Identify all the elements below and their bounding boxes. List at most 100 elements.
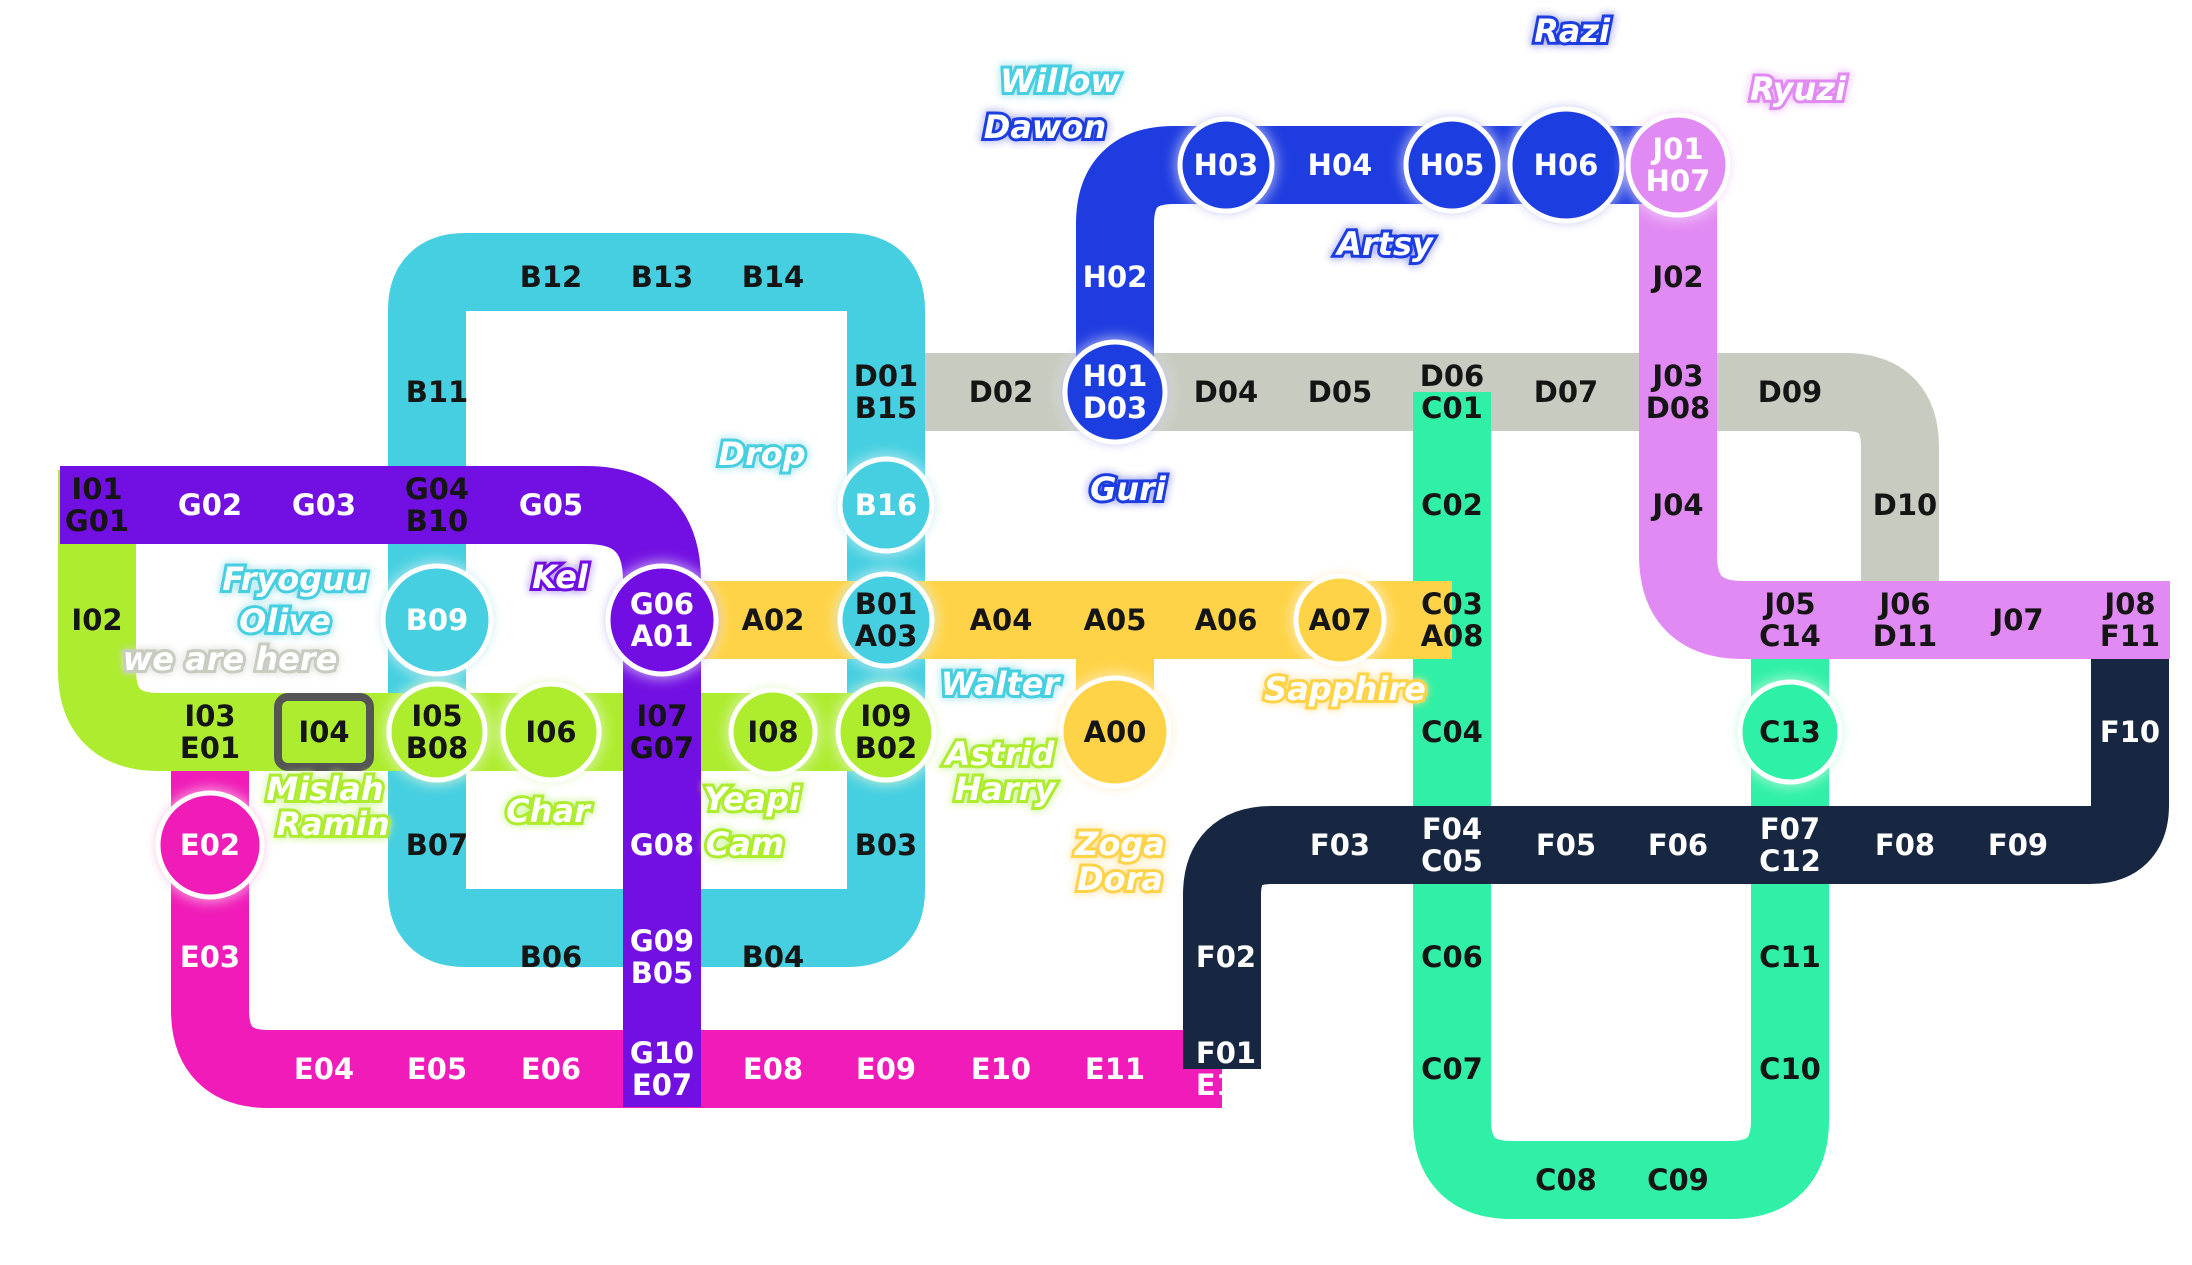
station-label[interactable]: H04 xyxy=(1308,148,1373,182)
station-ring-marker[interactable] xyxy=(155,790,265,900)
station-label[interactable]: B14 xyxy=(742,260,804,294)
station-label[interactable]: B11 xyxy=(406,375,468,409)
station-label[interactable]: A04 xyxy=(970,603,1033,637)
station-label[interactable]: E11 xyxy=(1085,1052,1145,1086)
station-label[interactable]: C04 xyxy=(1421,715,1483,749)
station-ring-marker[interactable] xyxy=(837,456,935,554)
station-label[interactable]: H03 xyxy=(1194,148,1259,182)
station-label[interactable]: F06 xyxy=(1648,828,1708,862)
station-label[interactable]: F10 xyxy=(2100,715,2160,749)
station-ring-marker[interactable] xyxy=(837,571,935,669)
station-label[interactable]: E03 xyxy=(180,940,240,974)
station-label[interactable]: G03 xyxy=(292,488,356,522)
station-label[interactable]: D02 xyxy=(969,375,1033,409)
station-label[interactable]: A00 xyxy=(1084,715,1147,749)
station-label[interactable]: E10 xyxy=(971,1052,1031,1086)
station-ring-marker[interactable] xyxy=(386,681,488,783)
station-label[interactable]: G08 xyxy=(630,828,694,862)
station-label[interactable]: C06 xyxy=(1421,940,1483,974)
station-label[interactable]: F02 xyxy=(1196,940,1256,974)
station-label[interactable]: B12 xyxy=(520,260,582,294)
station-ring-marker[interactable] xyxy=(1058,675,1172,789)
station-ring-marker[interactable] xyxy=(1062,339,1168,445)
station-label[interactable]: J02 xyxy=(1650,260,1703,294)
station-label[interactable]: A02 xyxy=(742,603,805,637)
station-label[interactable]: H06 xyxy=(1534,148,1599,182)
station-label[interactable]: E09 xyxy=(856,1052,916,1086)
station-label[interactable]: I04 xyxy=(298,715,349,749)
station-label[interactable]: E08 xyxy=(743,1052,803,1086)
station-label[interactable]: D10 xyxy=(1873,488,1937,522)
station-label[interactable]: C10 xyxy=(1759,1052,1821,1086)
current-location-marker[interactable] xyxy=(274,693,374,771)
station-label[interactable]: F09 xyxy=(1988,828,2048,862)
station-label[interactable]: D04 xyxy=(1194,375,1258,409)
station-label[interactable]: B09 xyxy=(406,603,468,637)
station-ring-marker[interactable] xyxy=(1293,573,1387,667)
station-ring-marker[interactable] xyxy=(728,687,818,777)
station-label[interactable]: D07 xyxy=(1534,375,1598,409)
station-ring-marker[interactable] xyxy=(1625,112,1731,218)
station-label[interactable]: E05 xyxy=(407,1052,467,1086)
station-label[interactable]: A07 xyxy=(1309,603,1372,637)
station-label[interactable]: E06 xyxy=(521,1052,581,1086)
station-ring-marker[interactable] xyxy=(1403,116,1501,214)
station-label[interactable]: B16 xyxy=(855,488,917,522)
station-label[interactable]: B13 xyxy=(631,260,693,294)
station-label[interactable]: I08 xyxy=(747,715,798,749)
station-label[interactable]: B03 xyxy=(855,828,917,862)
station-label[interactable]: B07 xyxy=(406,828,468,862)
station-label[interactable]: B04 xyxy=(742,940,804,974)
station-label[interactable]: A05 xyxy=(1084,603,1147,637)
station-label[interactable]: C08 xyxy=(1535,1163,1597,1197)
station-ring-marker[interactable] xyxy=(835,681,937,783)
station-ring-marker[interactable] xyxy=(1507,106,1625,224)
station-label[interactable]: C07 xyxy=(1421,1052,1483,1086)
station-label[interactable]: F05 xyxy=(1536,828,1596,862)
station-label[interactable]: H05 xyxy=(1420,148,1485,182)
station-label[interactable]: J04 xyxy=(1650,488,1703,522)
station-label[interactable]: D09 xyxy=(1758,375,1822,409)
station-label[interactable]: I02 xyxy=(71,603,122,637)
station-ring-marker[interactable] xyxy=(1737,679,1843,785)
station-ring-marker[interactable] xyxy=(500,681,602,783)
station-label[interactable]: C11 xyxy=(1759,940,1821,974)
station-label[interactable]: H02 xyxy=(1083,260,1148,294)
station-label[interactable]: C09 xyxy=(1647,1163,1709,1197)
station-label[interactable]: F08 xyxy=(1875,828,1935,862)
station-label[interactable]: A06 xyxy=(1195,603,1258,637)
station-ring-marker[interactable] xyxy=(380,563,494,677)
station-label[interactable]: E02 xyxy=(180,828,240,862)
station-label[interactable]: F03 xyxy=(1310,828,1370,862)
station-ring-marker[interactable] xyxy=(1177,116,1275,214)
station-label[interactable]: J07 xyxy=(1990,603,2043,637)
station-ring-marker[interactable] xyxy=(605,563,719,677)
station-label[interactable]: C02 xyxy=(1421,488,1483,522)
station-label[interactable]: E04 xyxy=(294,1052,354,1086)
station-label[interactable]: B06 xyxy=(520,940,582,974)
station-label[interactable]: C13 xyxy=(1759,715,1821,749)
station-label[interactable]: G02 xyxy=(178,488,242,522)
station-label[interactable]: I06 xyxy=(525,715,576,749)
station-label[interactable]: D05 xyxy=(1308,375,1372,409)
